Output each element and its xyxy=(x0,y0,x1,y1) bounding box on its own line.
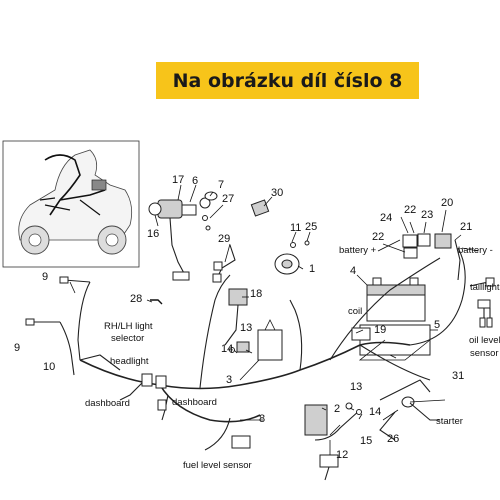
callout-28: 28 xyxy=(130,293,142,305)
label-rhlh-1: RH/LH light xyxy=(104,321,153,332)
callout-29: 29 xyxy=(218,233,230,245)
callout-1: 1 xyxy=(309,263,315,275)
label-rhlh-2: selector xyxy=(111,333,144,344)
oil-level-sensor-icon xyxy=(477,299,493,328)
callout-16: 16 xyxy=(147,228,159,240)
ignition-switch-icon xyxy=(148,191,218,281)
horn-icon xyxy=(274,240,310,275)
callout-15: 15 xyxy=(360,435,372,447)
callout-14b: 14 xyxy=(369,406,381,418)
callout-12: 12 xyxy=(336,449,348,461)
callout-19: 19 xyxy=(374,324,386,336)
callout-numbers: 17 6 7 27 16 30 11 25 29 1 22 24 23 20 2… xyxy=(14,174,472,461)
label-dashboard-left: dashboard xyxy=(85,398,130,409)
connector-30-icon xyxy=(250,199,270,217)
text-labels: battery + battery - taillight coil oil l… xyxy=(85,245,500,471)
callout-31: 31 xyxy=(452,370,464,382)
battery-icon xyxy=(358,277,431,361)
label-starter: starter xyxy=(436,416,463,427)
banner-text: Na obrázku díl číslo 8 xyxy=(172,69,403,92)
callout-22a: 22 xyxy=(404,204,416,216)
callout-9a: 9 xyxy=(42,271,48,283)
callout-17: 17 xyxy=(172,174,184,186)
callout-30: 30 xyxy=(271,187,283,199)
callout-21: 21 xyxy=(460,221,472,233)
label-fuel-level-sensor: fuel level sensor xyxy=(183,460,252,471)
callout-8: 8 xyxy=(259,413,265,425)
callout-11: 11 xyxy=(290,222,301,234)
callout-3: 3 xyxy=(226,374,232,386)
label-coil: coil xyxy=(348,306,362,317)
callout-6: 6 xyxy=(192,175,198,187)
label-battery-minus: battery - xyxy=(458,245,493,256)
label-oil-level-1: oil level xyxy=(469,335,500,346)
label-taillight: taillight xyxy=(470,282,500,293)
callout-25: 25 xyxy=(305,221,317,233)
callout-26: 26 xyxy=(387,433,399,445)
callout-24: 24 xyxy=(380,212,392,224)
label-battery-plus: battery + xyxy=(339,245,377,256)
callout-27: 27 xyxy=(222,193,234,205)
callout-4: 4 xyxy=(350,265,356,277)
callout-22b: 22 xyxy=(372,231,384,243)
callout-13a: 13 xyxy=(240,322,252,334)
callout-23: 23 xyxy=(421,209,433,221)
part-banner: Na obrázku díl číslo 8 xyxy=(156,62,419,99)
callout-9b: 9 xyxy=(14,342,20,354)
callout-20: 20 xyxy=(441,197,453,209)
label-oil-level-2: sensor xyxy=(470,348,499,359)
scooter-inset-icon xyxy=(2,140,140,268)
label-dashboard-right: dashboard xyxy=(172,397,217,408)
relay-icon xyxy=(402,233,461,281)
callout-2: 2 xyxy=(334,403,340,415)
callout-13b: 13 xyxy=(350,381,362,393)
callout-5: 5 xyxy=(434,319,440,331)
leader-lines xyxy=(69,184,479,455)
callout-10: 10 xyxy=(43,361,55,373)
callout-14a: 14 xyxy=(221,343,233,355)
label-headlight: headlight xyxy=(110,356,149,367)
callout-18: 18 xyxy=(250,288,262,300)
callout-7: 7 xyxy=(218,179,224,191)
